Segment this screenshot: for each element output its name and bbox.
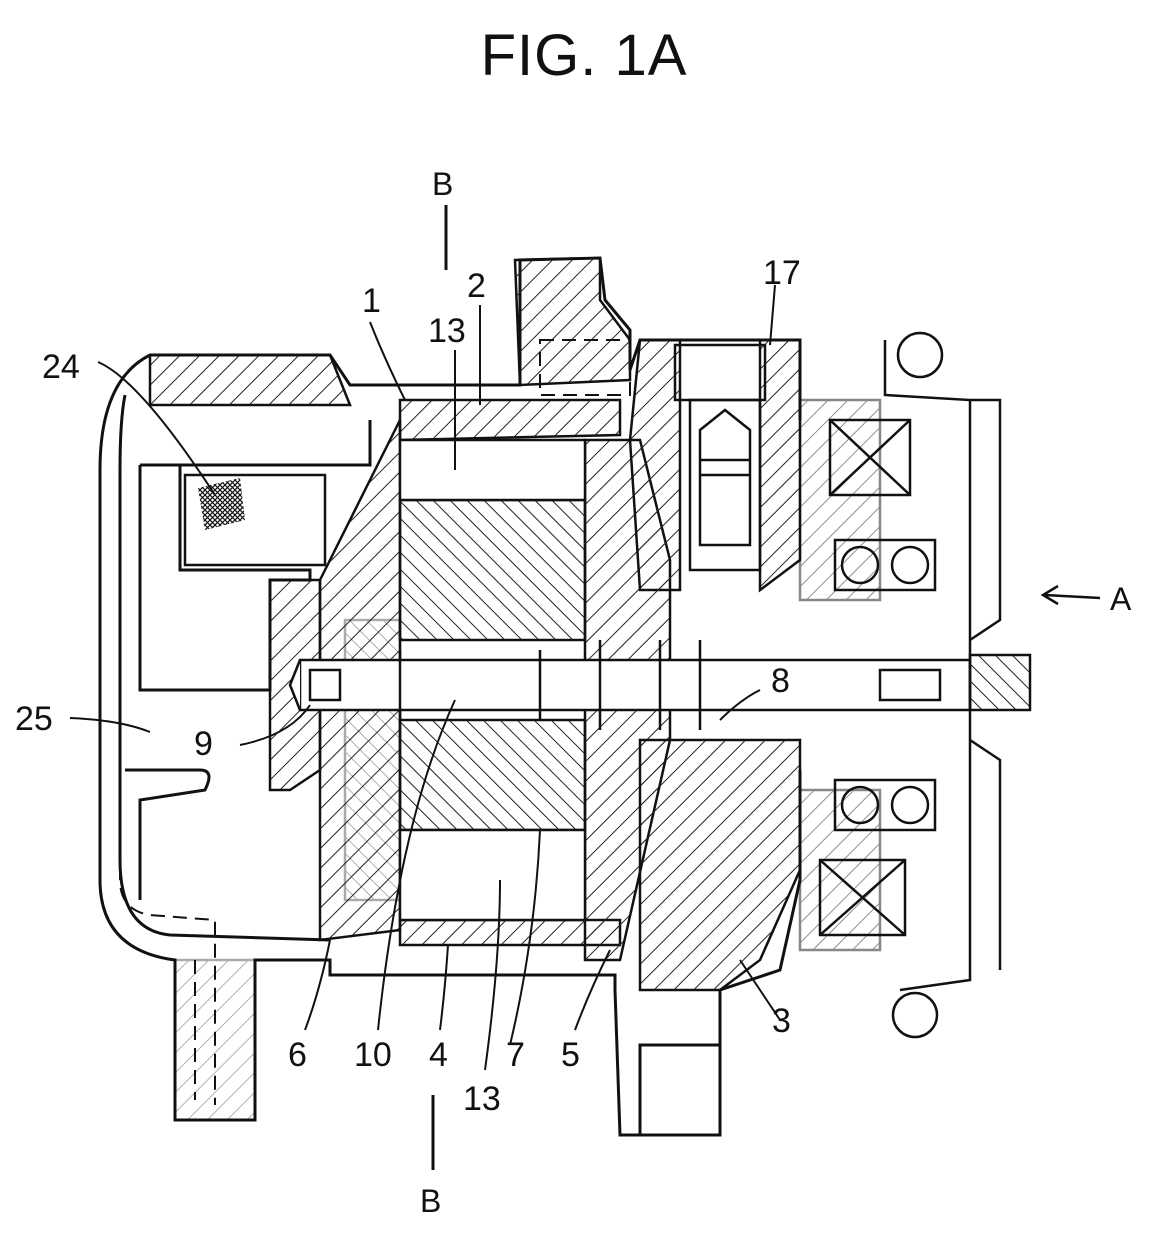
part-label-10: 10 bbox=[354, 1036, 392, 1074]
part-label-24: 24 bbox=[42, 348, 80, 386]
drive-shaft bbox=[290, 640, 1030, 730]
part-label-3: 3 bbox=[772, 1002, 791, 1040]
check-valve bbox=[675, 345, 765, 570]
part-label-5: 5 bbox=[561, 1036, 580, 1074]
view-label-a: A bbox=[1110, 581, 1132, 617]
part-label-25: 25 bbox=[15, 700, 53, 738]
filter-mesh bbox=[185, 475, 325, 565]
part-label-13-bottom: 13 bbox=[463, 1080, 501, 1118]
view-arrow-a bbox=[1043, 586, 1100, 604]
section-label-b-top: B bbox=[432, 166, 453, 202]
part-label-1: 1 bbox=[362, 282, 381, 320]
part-label-6: 6 bbox=[288, 1036, 307, 1074]
part-label-4: 4 bbox=[429, 1036, 448, 1074]
part-label-17: 17 bbox=[763, 254, 801, 292]
part-label-8: 8 bbox=[771, 662, 790, 700]
part-label-9: 9 bbox=[194, 725, 213, 763]
part-label-7: 7 bbox=[506, 1036, 525, 1074]
part-label-13-top: 13 bbox=[428, 312, 466, 350]
part-label-2: 2 bbox=[467, 267, 486, 305]
section-label-b-bottom: B bbox=[420, 1183, 441, 1219]
